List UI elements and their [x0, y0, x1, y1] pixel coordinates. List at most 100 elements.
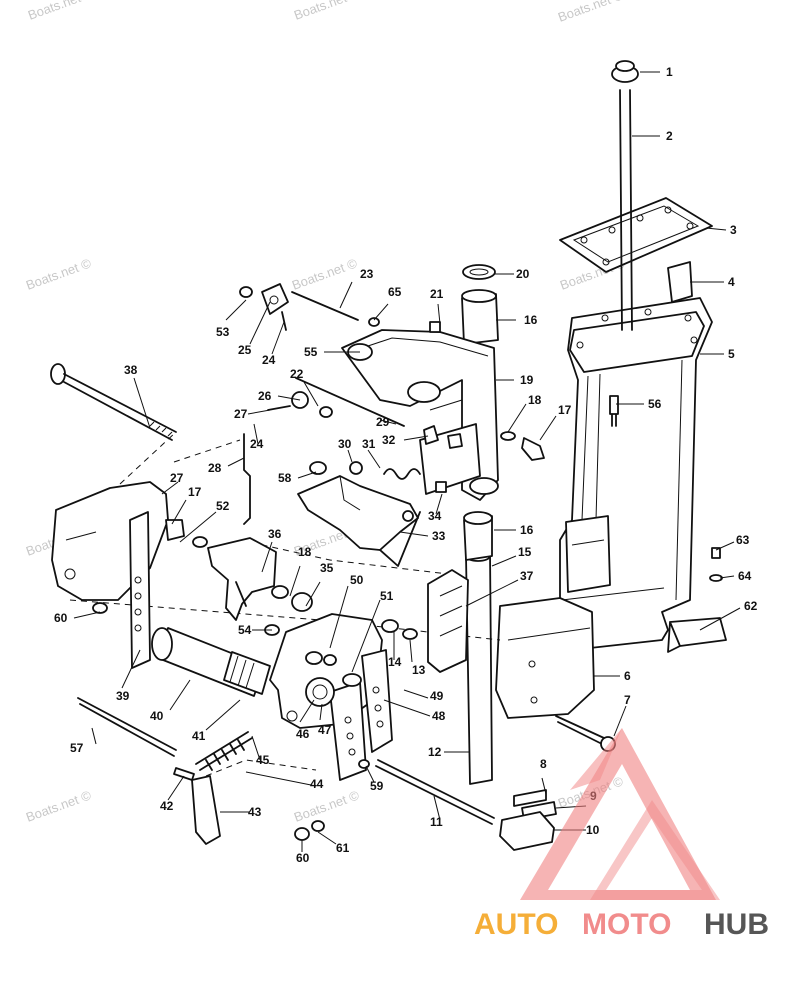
callout-27: 27 [170, 471, 184, 485]
callout-56: 56 [648, 397, 662, 411]
stern-bracket-left [51, 481, 169, 669]
pin-42 [173, 767, 195, 781]
callout-64: 64 [738, 569, 752, 583]
callout-37: 37 [520, 569, 534, 583]
water-tube [611, 60, 639, 331]
watermark-text: Boats.net © [24, 255, 94, 293]
callout-4: 4 [728, 275, 735, 289]
upper-bushing [461, 264, 499, 345]
swivel-bracket [341, 329, 499, 501]
long-bolt [555, 715, 616, 752]
callout-40: 40 [150, 709, 164, 723]
washer-18b [271, 585, 289, 599]
callout-61: 61 [336, 841, 350, 855]
callout-65: 65 [388, 285, 402, 299]
callout-18: 18 [298, 545, 312, 559]
callout-28: 28 [208, 461, 222, 475]
driveshaft-housing [559, 297, 713, 649]
rod-11 [375, 759, 495, 825]
callout-19: 19 [520, 373, 534, 387]
callout-10: 10 [586, 823, 600, 837]
callout-58: 58 [278, 471, 292, 485]
callout-34: 34 [428, 509, 442, 523]
callout-8: 8 [540, 757, 547, 771]
tilt-hook [207, 537, 277, 621]
screw-34 [435, 481, 447, 493]
callout-63: 63 [736, 533, 750, 547]
through-bolt-38 [50, 363, 177, 441]
callout-45: 45 [256, 753, 270, 767]
spring-washer-35 [291, 592, 313, 612]
callout-39: 39 [116, 689, 130, 703]
tilt-lock-rod [239, 283, 380, 331]
callout-7: 7 [624, 693, 631, 707]
callout-50: 50 [350, 573, 364, 587]
callout-3: 3 [730, 223, 737, 237]
callout-57: 57 [70, 741, 84, 755]
callout-33: 33 [432, 529, 446, 543]
callout-25: 25 [238, 343, 252, 357]
mount-block [427, 569, 469, 673]
callout-51: 51 [380, 589, 394, 603]
grease-fitting [423, 425, 463, 449]
adjust-knob [305, 677, 335, 707]
screw-21 [429, 321, 441, 333]
watermark-text: Boats.net © [24, 787, 94, 825]
exhaust-plate-gasket [559, 197, 713, 273]
callout-30: 30 [338, 437, 352, 451]
automotohub-logo: AUTO MOTO HUB [474, 728, 769, 941]
callout-22: 22 [290, 367, 304, 381]
washer-18a [500, 431, 516, 441]
callout-62: 62 [744, 599, 758, 613]
callout-5: 5 [728, 347, 735, 361]
small-hardware-1 [267, 377, 405, 427]
lower-cover [495, 597, 595, 719]
callout-46: 46 [296, 727, 310, 741]
nut-60a [92, 602, 108, 614]
bracket-plate [667, 617, 727, 653]
callout-14: 14 [388, 655, 402, 669]
rod-57 [77, 697, 177, 757]
callout-48: 48 [432, 709, 446, 723]
callout-54: 54 [238, 623, 252, 637]
guide-line [239, 539, 449, 575]
callout-17: 17 [558, 403, 572, 417]
callout-49: 49 [430, 689, 444, 703]
trim-cylinder [151, 627, 271, 697]
callout-29: 29 [376, 415, 390, 429]
swivel-pin [463, 511, 493, 785]
callout-18: 18 [528, 393, 542, 407]
callout-11: 11 [430, 815, 443, 829]
seal-block [667, 261, 693, 303]
logo-text-hub: HUB [704, 908, 769, 941]
handle-43 [191, 775, 221, 845]
bolt-17b [165, 519, 185, 541]
watermark-text: Boats.net © [292, 0, 362, 23]
callout-44: 44 [310, 777, 324, 791]
watermark-text: Boats.net © [290, 255, 360, 293]
housing-bolt [609, 395, 619, 427]
callout-32: 32 [382, 433, 396, 447]
callout-16: 16 [524, 313, 538, 327]
watermark-text: Boats.net © [292, 787, 362, 825]
callout-53: 53 [216, 325, 230, 339]
logo-text-moto: MOTO [582, 908, 671, 941]
callout-23: 23 [360, 267, 374, 281]
leader-lines [73, 71, 741, 852]
bolt-17a [521, 437, 545, 461]
callout-6: 6 [624, 669, 631, 683]
nut-60b [294, 827, 310, 841]
callout-52: 52 [216, 499, 230, 513]
watermark-text: Boats.net © [556, 0, 626, 25]
callout-47: 47 [318, 723, 332, 737]
callout-16: 16 [520, 523, 534, 537]
callout-31: 31 [362, 437, 376, 451]
callout-35: 35 [320, 561, 334, 575]
callout-36: 36 [268, 527, 282, 541]
clip-8 [513, 789, 547, 807]
callout-20: 20 [516, 267, 530, 281]
callout-2: 2 [666, 129, 673, 143]
callout-21: 21 [430, 287, 444, 301]
washer-61 [311, 820, 325, 832]
callout-labels: 1234567891011121314151616171718181920212… [54, 65, 758, 865]
